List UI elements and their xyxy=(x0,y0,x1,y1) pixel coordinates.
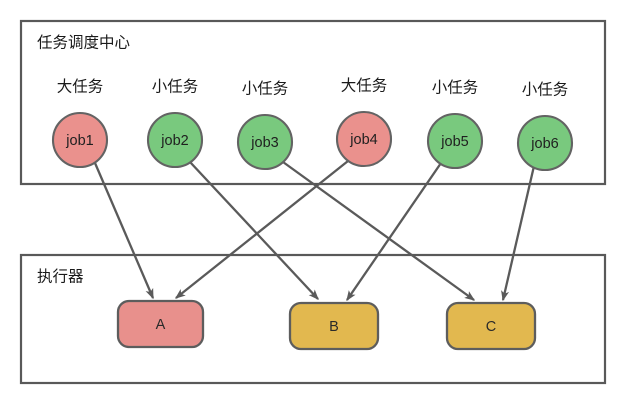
executor-box-B[interactable] xyxy=(288,301,380,351)
job-node-job5[interactable] xyxy=(426,112,484,170)
group-title-scheduler: 任务调度中心 xyxy=(37,34,130,52)
edge-job2-to-B xyxy=(189,161,319,300)
edge-layer xyxy=(93,160,536,302)
node-caption-job3: 小任务 xyxy=(242,80,289,98)
node-caption-job6: 小任务 xyxy=(522,81,569,99)
node-caption-job1: 大任务 xyxy=(57,78,104,96)
executor-label-C: C xyxy=(486,319,496,335)
executor-box-A[interactable] xyxy=(116,299,205,349)
edge-job6-to-C xyxy=(501,165,536,302)
job-node-label-job5: job5 xyxy=(440,134,468,150)
edge-job3-to-C xyxy=(282,161,476,301)
job-node-job2[interactable] xyxy=(146,111,204,169)
group-title-executor: 执行器 xyxy=(37,268,84,286)
job-node-layer: job1 job2 job3 job4 job5 job6 xyxy=(51,110,574,172)
job-node-label-job4: job4 xyxy=(349,132,377,148)
group-frame-scheduler xyxy=(19,19,607,186)
job-node-label-job3: job3 xyxy=(250,135,278,151)
node-caption-layer: 大任务 小任务 小任务 大任务 小任务 小任务 xyxy=(57,77,569,99)
job-node-label-job6: job6 xyxy=(530,136,558,152)
job-node-label-job1: job1 xyxy=(65,133,93,149)
executor-label-B: B xyxy=(329,319,339,335)
node-caption-job4: 大任务 xyxy=(341,77,388,95)
executor-layer: A B C xyxy=(116,299,537,351)
job-node-job6[interactable] xyxy=(516,114,574,172)
job-node-label-job2: job2 xyxy=(160,133,188,149)
edge-job5-to-B xyxy=(346,162,442,302)
job-node-job3[interactable] xyxy=(236,113,294,171)
node-caption-job5: 小任务 xyxy=(432,79,479,97)
edge-job1-to-A xyxy=(93,162,155,300)
edge-job4-to-A xyxy=(174,160,349,299)
job-node-job1[interactable] xyxy=(51,111,109,169)
job-node-job4[interactable] xyxy=(335,110,393,168)
executor-label-A: A xyxy=(156,317,166,333)
executor-box-C[interactable] xyxy=(445,301,537,351)
node-caption-job2: 小任务 xyxy=(152,78,199,96)
